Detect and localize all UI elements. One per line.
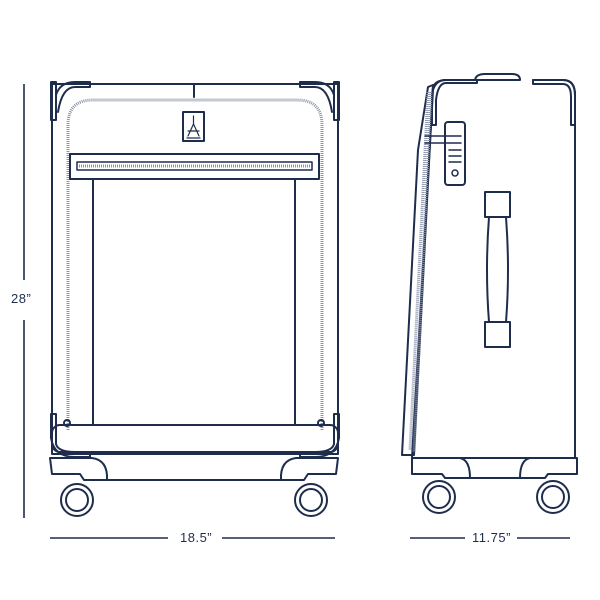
depth-label: 11.75”: [472, 530, 511, 545]
side-zipper-panel: [401, 84, 434, 456]
wheel: [60, 483, 94, 517]
front-zipper: [66, 98, 324, 430]
side-view: [401, 73, 578, 514]
height-label: 28”: [11, 291, 32, 306]
front-pocket: [69, 153, 320, 180]
side-handle: [484, 191, 511, 348]
wheel: [422, 480, 456, 514]
width-label: 18.5”: [180, 530, 213, 545]
front-view: [49, 81, 340, 517]
wheel: [294, 483, 328, 517]
corner-guard: [299, 81, 340, 121]
wheel: [536, 480, 570, 514]
combination-lock: [444, 121, 466, 186]
corner-guard: [50, 81, 91, 121]
brand-logo-badge: [182, 111, 205, 142]
